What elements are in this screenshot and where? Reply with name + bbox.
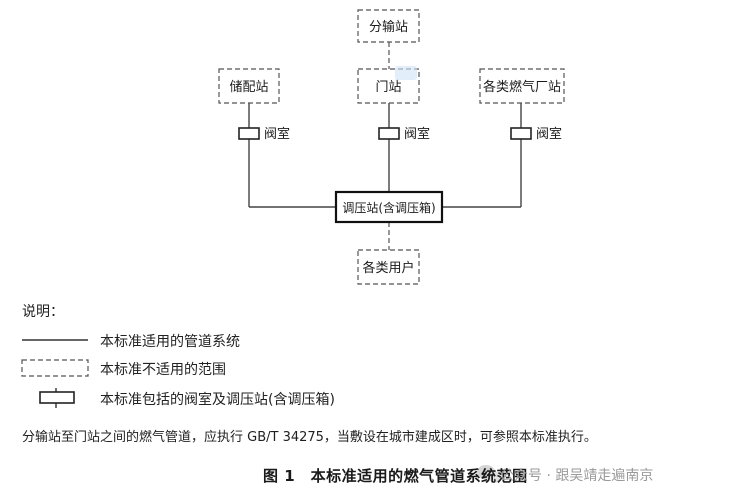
valve-center-icon bbox=[378, 127, 400, 140]
node-tiaoyazhan-box bbox=[334, 190, 444, 224]
wechat-logo-icon bbox=[477, 465, 502, 483]
node-menzhan-label: 门站 bbox=[375, 80, 401, 95]
blue-mark-icon bbox=[395, 66, 417, 80]
legend-valve-box-icon bbox=[39, 391, 75, 404]
node-gelei-yonghu-label: 各类用户 bbox=[362, 260, 414, 276]
valve-right-icon bbox=[510, 127, 532, 140]
node-chupeizhan-box bbox=[218, 68, 280, 104]
node-gelei-ranqichangzhan-label: 各类燃气厂站 bbox=[483, 79, 561, 95]
dashed-boxes bbox=[218, 9, 565, 285]
node-gelei-ranqichangzhan-box bbox=[479, 68, 565, 104]
node-gelei-yonghu-box bbox=[357, 249, 420, 285]
node-chupeizhan-label: 储配站 bbox=[229, 80, 268, 95]
legend-title: 说明： bbox=[22, 304, 64, 320]
node-fenshuzhan-box bbox=[357, 9, 420, 43]
valve-center-label: 阀室 bbox=[404, 126, 430, 142]
node-tiaoyazhan-label: 调压站(含调压箱) bbox=[342, 200, 435, 215]
legend-dashed-box-icon bbox=[21, 359, 89, 377]
valve-left-icon bbox=[238, 127, 260, 140]
figure-caption: 图 1 本标准适用的燃气管道系统范围 bbox=[263, 467, 528, 485]
watermark-text: 公众号 · 跟吴靖走遍南京 bbox=[500, 468, 654, 484]
legend-item-valve-regulator: 本标准包括的阀室及调压站(含调压箱) bbox=[100, 392, 335, 408]
valve-left-label: 阀室 bbox=[264, 126, 290, 142]
valve-right-label: 阀室 bbox=[536, 126, 562, 142]
legend-item-applicable: 本标准适用的管道系统 bbox=[100, 334, 240, 350]
node-fenshuzhan-label: 分输站 bbox=[369, 19, 408, 35]
pipeline-lines bbox=[248, 103, 522, 208]
legend-item-not-applicable: 本标准不适用的范围 bbox=[100, 362, 226, 378]
legend-symbols bbox=[21, 339, 89, 408]
valve-symbols bbox=[238, 127, 532, 140]
note-text: 分输站至门站之间的燃气管道，应执行 GB/T 34275，当敷设在城市建成区时，… bbox=[22, 430, 597, 445]
